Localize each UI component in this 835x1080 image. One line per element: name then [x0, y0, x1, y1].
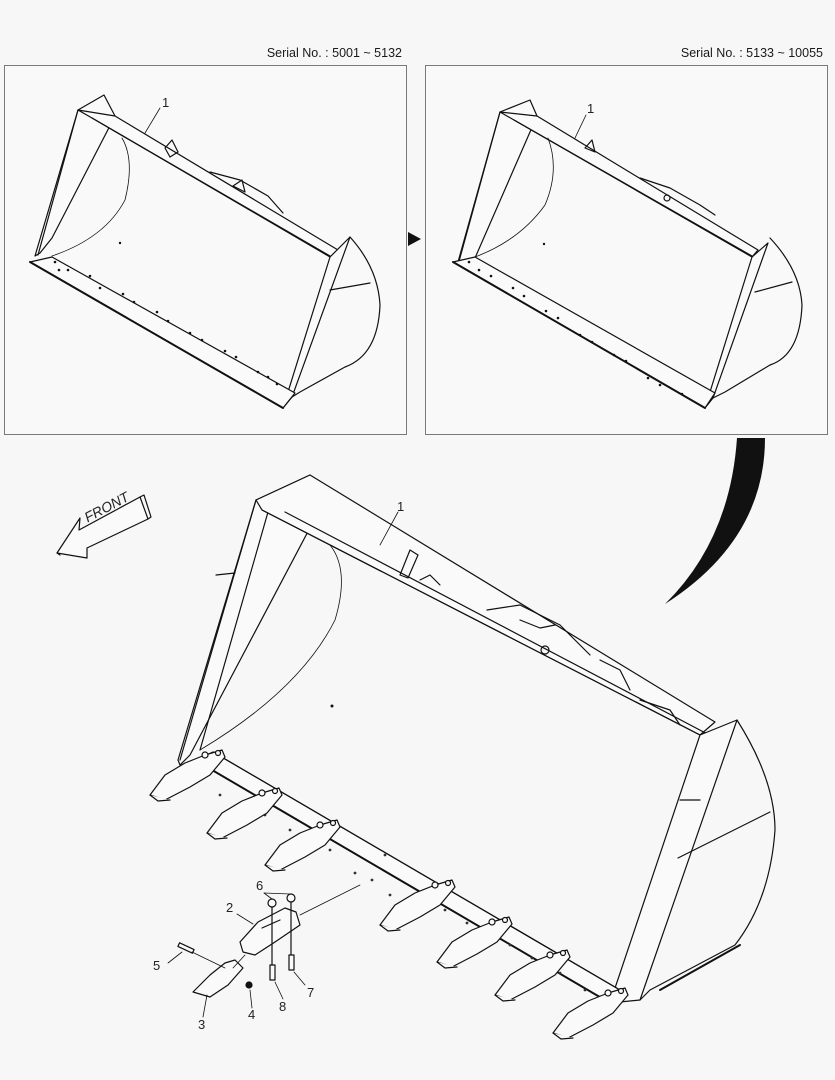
callout-2: 2	[226, 900, 234, 915]
callout-6: 6	[256, 878, 264, 893]
front-arrow-icon	[56, 494, 152, 559]
bucket-left-drawing	[29, 94, 381, 409]
callout-5: 5	[153, 958, 161, 973]
bucket-main-drawing	[149, 474, 776, 1040]
tooth-row	[149, 749, 629, 1040]
callout-4: 4	[248, 1007, 256, 1022]
callout-1-main: 1	[397, 499, 405, 514]
callout-1-left: 1	[162, 95, 170, 110]
curved-arrow-icon	[665, 438, 765, 604]
triangle-right-icon	[408, 232, 421, 246]
exploded-tooth-assembly	[177, 884, 361, 998]
bucket-right-drawing	[452, 99, 803, 409]
callout-7: 7	[307, 985, 315, 1000]
callout-3: 3	[198, 1017, 206, 1032]
callout-8: 8	[279, 999, 287, 1014]
callout-1-right: 1	[587, 101, 595, 116]
serial-label-left: Serial No. : 5001 ~ 5132	[266, 46, 402, 60]
serial-label-right: Serial No. : 5133 ~ 10055	[680, 46, 823, 60]
